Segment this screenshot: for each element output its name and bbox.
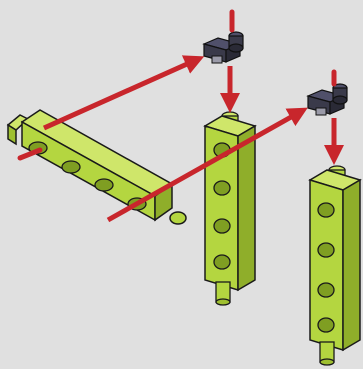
hole [317,282,335,298]
hole [61,160,81,174]
hole [317,202,335,218]
vertical-post-right [308,165,362,366]
vertical-post-middle [203,111,257,306]
hole [213,180,231,196]
hole [213,218,231,234]
hole [317,242,335,258]
hole [317,317,335,333]
hole [94,178,114,192]
assembly-arrow-icon [42,55,205,131]
assembly-arrows [17,9,344,223]
assembly-arrow-icon [106,107,308,223]
assembly-arrow-icon [17,147,43,161]
connector-pin-1 [202,31,244,64]
hole [213,254,231,270]
connector-pin-2 [306,83,348,116]
